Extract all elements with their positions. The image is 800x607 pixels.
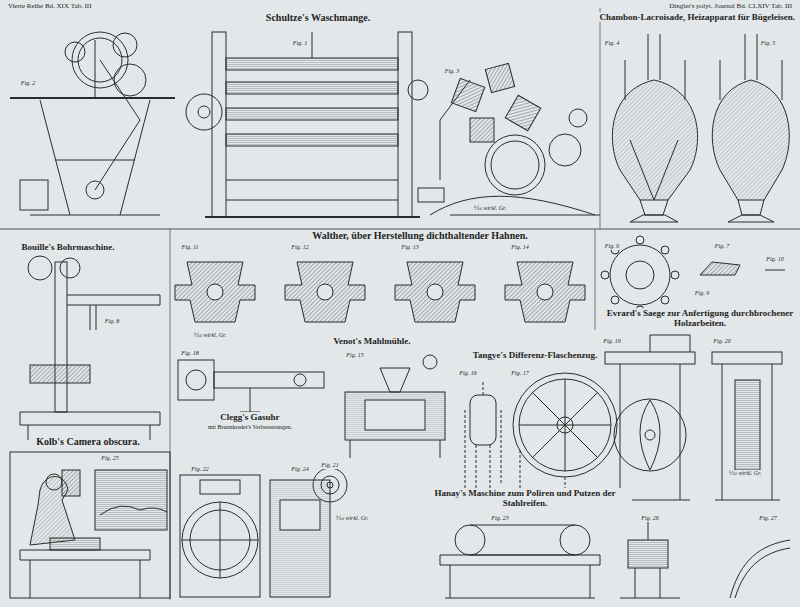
- figure-number: Fig. 8: [103, 318, 121, 325]
- figure-number: Fig. 18: [179, 350, 200, 357]
- mill: [345, 355, 445, 458]
- section-subheading: mit Brunnkreder's Verbesserungen.: [206, 424, 294, 431]
- figure-number: Fig. 9: [693, 290, 711, 297]
- pulley-block: [465, 380, 501, 505]
- section-heading: Chambon-Lacroisade, Heizapparat für Büge…: [598, 12, 797, 22]
- figure-number: Fig. 15: [344, 352, 365, 359]
- scale-note: ⅒ wirkl. Gr.: [334, 515, 371, 522]
- figure-number: Fig. 7: [713, 243, 731, 250]
- gas-meter: [180, 475, 330, 597]
- divider-line: [595, 229, 596, 330]
- scale-note: ⅒ wirkl. Gr.: [727, 470, 764, 477]
- drilling-machine: [20, 256, 160, 440]
- figure-number: Fig. 4: [603, 40, 621, 47]
- section-heading: Schultze's Waschmange.: [264, 12, 372, 24]
- figure-number: Fig. 16: [457, 370, 478, 377]
- figure-number: Fig. 25: [99, 455, 120, 462]
- figure-number: Fig. 2: [19, 80, 37, 87]
- valve-section: [175, 262, 585, 322]
- fretsaw: [605, 335, 782, 500]
- section-heading: Evrard's Saege zur Anfertigung durchbroc…: [603, 308, 797, 329]
- figure-number: Fig. 26: [639, 515, 660, 522]
- figure-number: Fig. 6: [603, 243, 621, 250]
- figure-number: Fig. 12: [289, 244, 310, 251]
- polishing-detail: [620, 520, 790, 598]
- scale-note: ⅒ wirkl. Gr.: [472, 205, 509, 212]
- figure-number: Fig. 24: [289, 466, 310, 473]
- figure-number: Fig. 3: [443, 68, 461, 75]
- pulley-wheel: [513, 373, 617, 505]
- scale-note: ⅒ wirkl. Gr.: [192, 332, 229, 339]
- figure-number: Fig. 20: [711, 338, 732, 345]
- divider-line: [600, 8, 601, 229]
- section-heading: Clegg's Gasuhr: [218, 412, 281, 422]
- polishing-machine: [440, 525, 600, 598]
- mangle-front-view: [186, 32, 428, 217]
- plate-header: Vierte Reihe Bd. XIX Tab. III: [6, 2, 94, 10]
- figure-number: Fig. 23: [489, 515, 510, 522]
- figure-number: Fig. 19: [601, 338, 622, 345]
- section-heading: Hanay's Maschine zum Poliren und Putzen …: [418, 488, 632, 509]
- section-heading: Venot's Mahlmühle.: [331, 336, 412, 346]
- iron-heater: [612, 34, 697, 222]
- figure-number: Fig. 5: [759, 40, 777, 47]
- figure-number: Fig. 10: [764, 256, 785, 263]
- figure-number: Fig. 14: [509, 244, 530, 251]
- saw-wheel: [601, 236, 785, 314]
- figure-number: Fig. 11: [180, 244, 201, 251]
- iron-heater: [712, 34, 789, 222]
- mangle-side-view: [10, 32, 175, 215]
- figure-number: Fig. 1: [291, 40, 309, 47]
- section-heading: Walther, über Herstellung dichthaltender…: [310, 230, 529, 242]
- camera-obscura-scene: [10, 452, 170, 598]
- figure-number: Fig. 22: [189, 466, 210, 473]
- figure-number: Fig. 17: [509, 370, 530, 377]
- section-heading: Kolb's Camera obscura.: [34, 436, 142, 448]
- figure-number: Fig. 27: [757, 515, 778, 522]
- figure-number: Fig. 21: [319, 462, 340, 469]
- mangle-end-view: [418, 63, 600, 215]
- section-heading: Bouille's Bohrmaschine.: [19, 242, 116, 252]
- section-heading: Tangye's Differenz-Flaschenzug.: [471, 350, 600, 360]
- plate-header: Dingler's polyt. Journal Bd. CLXIV Tab. …: [667, 2, 794, 10]
- figure-number: Fig. 13: [399, 244, 420, 251]
- gas-meter-plan: [178, 360, 324, 412]
